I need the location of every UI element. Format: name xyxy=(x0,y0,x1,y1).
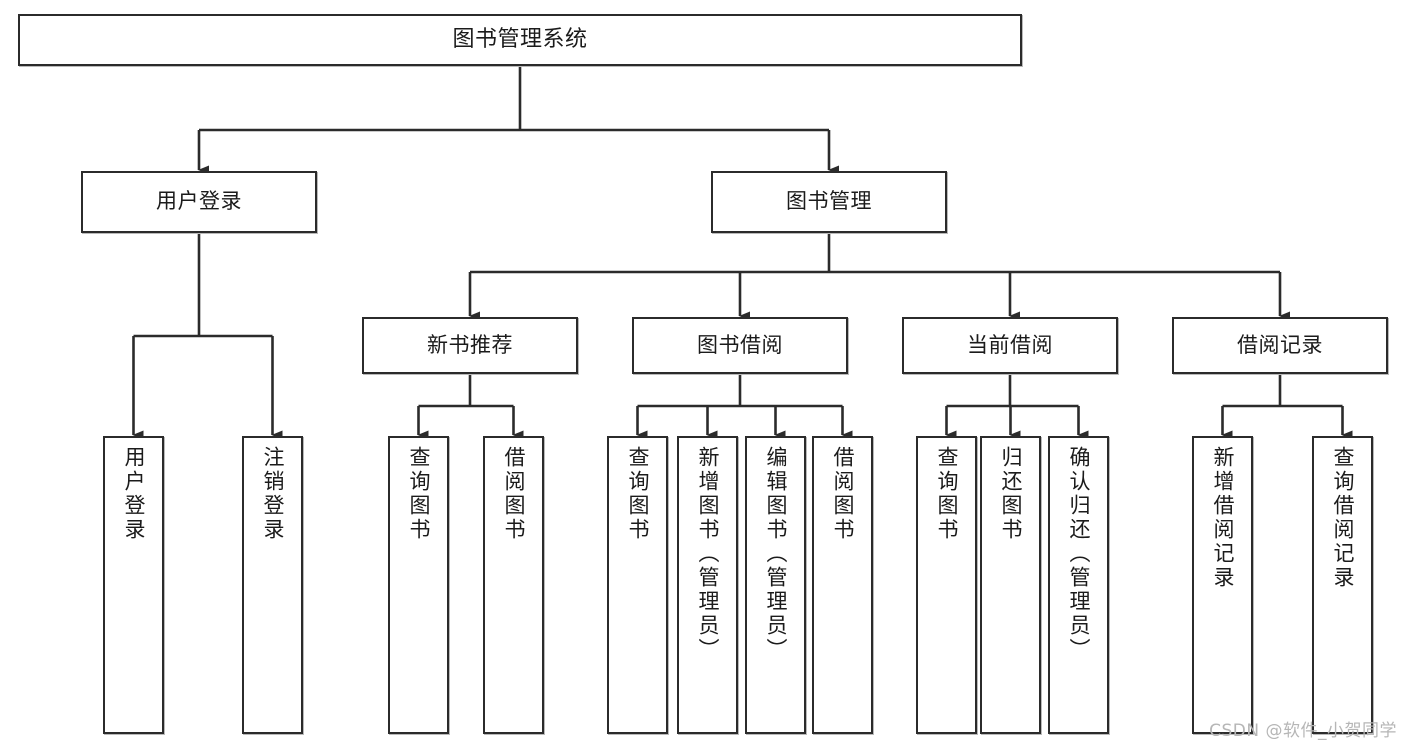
node-label-login: 用户登录 xyxy=(156,189,242,214)
csdn-watermark: CSDN @软件_小贺同学 xyxy=(1209,721,1397,741)
node-label-leaf-5: 查询图书 xyxy=(626,446,650,542)
node-newbook[interactable]: 新书推荐 xyxy=(362,317,578,374)
node-leaf-9[interactable]: 查询图书 xyxy=(916,436,977,734)
node-label-leaf-1: 用户登录 xyxy=(122,446,146,542)
node-leaf-6[interactable]: 新增图书（管理员） xyxy=(677,436,738,734)
node-leaf-3[interactable]: 查询图书 xyxy=(388,436,449,734)
node-label-leaf-7: 编辑图书（管理员） xyxy=(764,446,788,662)
node-label-leaf-10: 归还图书 xyxy=(999,446,1023,542)
node-bookmgmt[interactable]: 图书管理 xyxy=(711,171,947,233)
node-label-current: 当前借阅 xyxy=(967,332,1053,357)
node-root[interactable]: 图书管理系统 xyxy=(18,14,1022,66)
node-leaf-13[interactable]: 查询借阅记录 xyxy=(1312,436,1373,734)
node-leaf-11[interactable]: 确认归还（管理员） xyxy=(1048,436,1109,734)
node-label-bookmgmt: 图书管理 xyxy=(786,189,872,214)
node-records[interactable]: 借阅记录 xyxy=(1172,317,1388,374)
node-leaf-5[interactable]: 查询图书 xyxy=(607,436,668,734)
node-leaf-2[interactable]: 注销登录 xyxy=(242,436,303,734)
node-label-leaf-6: 新增图书（管理员） xyxy=(696,446,720,662)
node-leaf-7[interactable]: 编辑图书（管理员） xyxy=(745,436,806,734)
node-leaf-8[interactable]: 借阅图书 xyxy=(812,436,873,734)
node-label-records: 借阅记录 xyxy=(1237,332,1323,357)
node-label-borrow: 图书借阅 xyxy=(697,332,783,357)
node-label-leaf-11: 确认归还（管理员） xyxy=(1067,446,1091,662)
node-label-leaf-9: 查询图书 xyxy=(935,446,959,542)
node-label-root: 图书管理系统 xyxy=(452,26,588,52)
node-label-leaf-3: 查询图书 xyxy=(407,446,431,542)
node-current[interactable]: 当前借阅 xyxy=(902,317,1118,374)
node-label-leaf-8: 借阅图书 xyxy=(831,446,855,542)
node-leaf-1[interactable]: 用户登录 xyxy=(103,436,164,734)
node-leaf-10[interactable]: 归还图书 xyxy=(980,436,1041,734)
node-login[interactable]: 用户登录 xyxy=(81,171,317,233)
node-label-leaf-4: 借阅图书 xyxy=(502,446,526,542)
node-label-leaf-12: 新增借阅记录 xyxy=(1211,446,1235,590)
node-leaf-12[interactable]: 新增借阅记录 xyxy=(1192,436,1253,734)
node-borrow[interactable]: 图书借阅 xyxy=(632,317,848,374)
node-leaf-4[interactable]: 借阅图书 xyxy=(483,436,544,734)
node-label-leaf-2: 注销登录 xyxy=(261,446,285,542)
node-label-newbook: 新书推荐 xyxy=(427,332,513,357)
node-label-leaf-13: 查询借阅记录 xyxy=(1331,446,1355,590)
